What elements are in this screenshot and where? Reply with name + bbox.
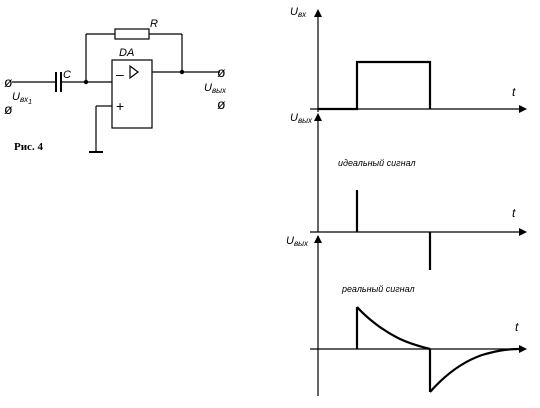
circuit-schematic xyxy=(12,28,220,153)
resistor-label: R xyxy=(150,18,158,30)
figure-caption: Рис. 4 xyxy=(14,141,43,153)
plot-real-axis-label: Uвых xyxy=(286,235,309,248)
plot-real-positive-decay xyxy=(356,306,431,351)
plot-ideal-caption: идеальный сигнал xyxy=(338,158,416,168)
plot-input: Uвх t xyxy=(290,6,527,113)
plot-real: Uвых реальный сигнал t xyxy=(286,235,527,396)
input-terminal-top: ø xyxy=(4,74,13,90)
plot-input-pulse xyxy=(318,60,432,111)
opamp-triangle-mark xyxy=(129,64,139,80)
output-voltage-label: Uвых xyxy=(204,82,227,95)
plot-real-time-label: t xyxy=(515,320,519,334)
input-voltage-label: Uвх1 xyxy=(12,91,32,106)
plot-real-caption: реальный сигнал xyxy=(341,284,415,294)
input-terminal-bottom: ø xyxy=(4,101,13,117)
opamp-minus-sign: – xyxy=(116,66,124,82)
plot-input-axis-label: Uвх xyxy=(290,6,307,19)
opamp-body xyxy=(111,59,153,129)
plot-real-negative-recovery xyxy=(429,347,521,393)
opamp-plus-sign: + xyxy=(116,98,124,114)
resistor xyxy=(114,28,150,40)
plot-ideal: Uвых идеальный сигнал t xyxy=(290,112,527,270)
capacitor-label: C xyxy=(63,69,71,81)
junction-dot-output xyxy=(179,69,185,75)
plot-input-time-label: t xyxy=(512,85,516,99)
output-terminal-bottom: ø xyxy=(217,96,226,112)
junction-dot-input xyxy=(83,79,89,85)
output-terminal-top: ø xyxy=(217,64,226,80)
opamp-label: DA xyxy=(119,47,134,59)
plot-ideal-axis-label: Uвых xyxy=(290,112,313,125)
plot-ideal-time-label: t xyxy=(512,206,516,220)
